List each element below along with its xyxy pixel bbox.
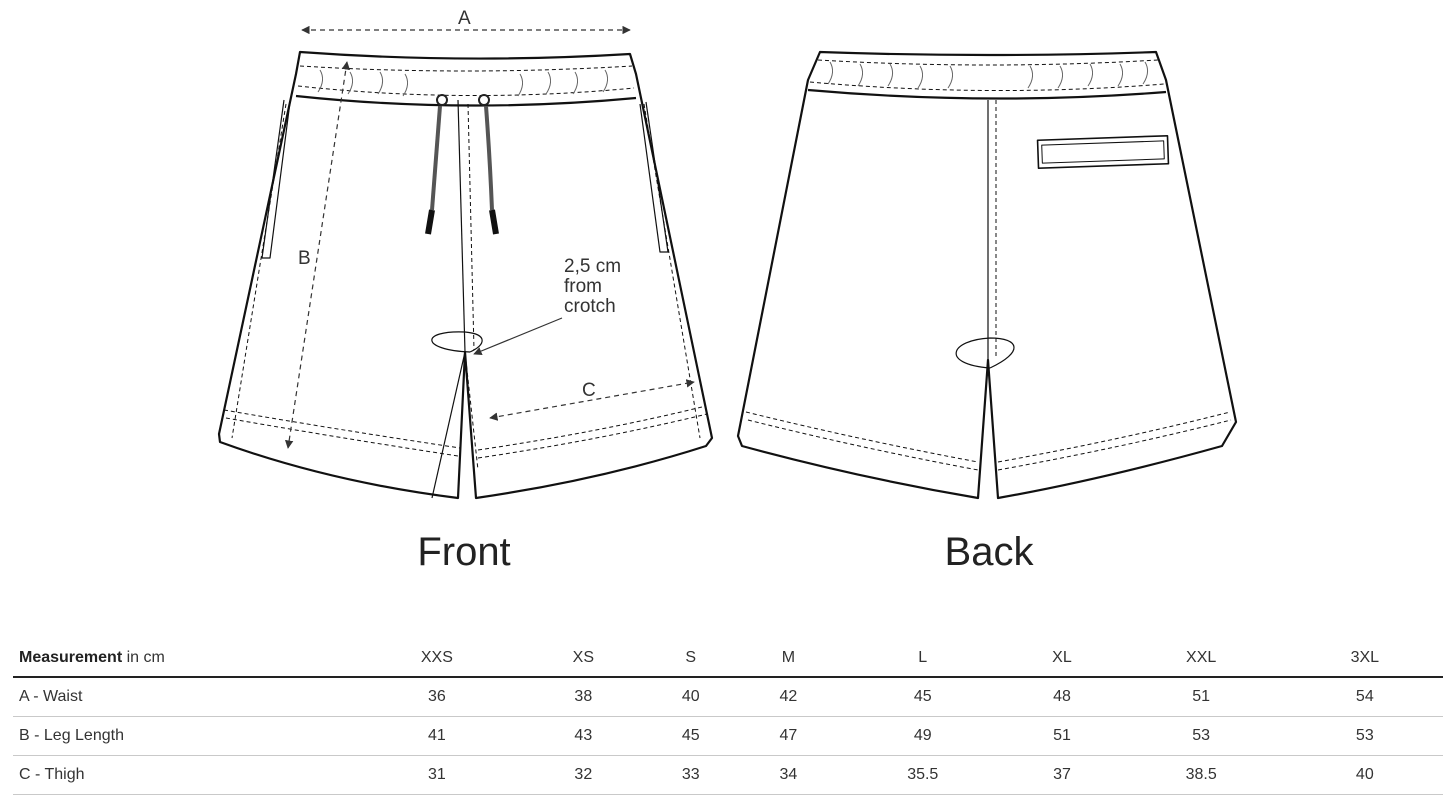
row-label: C - Thigh <box>13 755 349 795</box>
table-row: C - Thigh 31 32 33 34 35.5 37 38.5 40 <box>13 755 1443 795</box>
crotch-marker <box>431 331 483 353</box>
table-cell: 40 <box>1286 755 1443 795</box>
table-cell: 48 <box>1008 677 1116 717</box>
size-header: L <box>837 640 1009 678</box>
measurement-header-unit: in cm <box>122 649 165 666</box>
table-cell: 43 <box>524 716 642 756</box>
table-cell: 31 <box>349 755 525 795</box>
table-cell: 53 <box>1286 716 1443 756</box>
table-row: A - Waist 36 38 40 42 45 48 51 54 <box>13 677 1443 717</box>
table-cell: 51 <box>1008 716 1116 756</box>
size-header: XS <box>524 640 642 678</box>
crotch-note-line2: from <box>564 276 602 297</box>
table-cell: 37 <box>1008 755 1116 795</box>
size-header: S <box>641 640 740 678</box>
row-label: B - Leg Length <box>13 716 349 756</box>
crotch-note-line1: 2,5 cm <box>564 256 621 277</box>
drawstring-left <box>425 94 448 235</box>
table-cell: 41 <box>349 716 525 756</box>
table-cell: 33 <box>641 755 740 795</box>
dimension-c-line <box>489 379 695 421</box>
back-view-drawing <box>736 50 1238 500</box>
shorts-technical-drawing: A B C 2,5 cm from crotch <box>217 8 1238 500</box>
table-cell: 38.5 <box>1115 755 1287 795</box>
table-cell: 34 <box>739 755 838 795</box>
table-cell: 35.5 <box>837 755 1009 795</box>
size-header: 3XL <box>1286 640 1443 678</box>
table-cell: 45 <box>641 716 740 756</box>
table-cell: 47 <box>739 716 838 756</box>
table-cell: 49 <box>837 716 1009 756</box>
size-header: XXL <box>1115 640 1287 678</box>
drawstring-right <box>478 94 499 235</box>
table-cell: 45 <box>837 677 1009 717</box>
table-cell: 40 <box>641 677 740 717</box>
front-view-label: Front <box>417 530 511 574</box>
measurement-header-bold: Measurement <box>19 649 123 666</box>
dimension-a-label: A <box>458 8 471 29</box>
shorts-svg: A B C 2,5 cm from crotch <box>217 8 1238 500</box>
dimension-labels: A B C 2,5 cm from crotch <box>298 8 621 401</box>
table-cell: 36 <box>349 677 525 717</box>
table-cell: 51 <box>1115 677 1287 717</box>
size-header: XL <box>1008 640 1116 678</box>
row-label: A - Waist <box>13 677 349 717</box>
back-outline <box>736 50 1238 500</box>
back-pocket <box>1036 134 1170 170</box>
table-cell: 53 <box>1115 716 1287 756</box>
table-cell: 42 <box>739 677 838 717</box>
crotch-pointer <box>473 317 563 356</box>
size-header: M <box>739 640 838 678</box>
back-view-label: Back <box>944 530 1034 574</box>
dimension-lines <box>284 25 695 449</box>
size-header: XXS <box>349 640 525 678</box>
dimension-b-line <box>284 61 351 449</box>
size-chart-table: Measurement in cm XXS XS S M L XL XXL 3X… <box>13 640 1443 795</box>
table-cell: 38 <box>524 677 642 717</box>
front-outline <box>217 50 714 500</box>
dimension-c-label: C <box>582 380 596 401</box>
table-cell: 32 <box>524 755 642 795</box>
crotch-note-line3: crotch <box>564 296 616 317</box>
dimension-b-label: B <box>298 248 311 269</box>
back-waistband-bottom <box>807 88 1167 100</box>
size-header-row: Measurement in cm XXS XS S M L XL XXL 3X… <box>13 640 1443 678</box>
front-view-drawing <box>217 50 714 500</box>
table-cell: 54 <box>1286 677 1443 717</box>
measurement-header: Measurement in cm <box>13 640 349 678</box>
table-row: B - Leg Length 41 43 45 47 49 51 53 53 <box>13 716 1443 756</box>
